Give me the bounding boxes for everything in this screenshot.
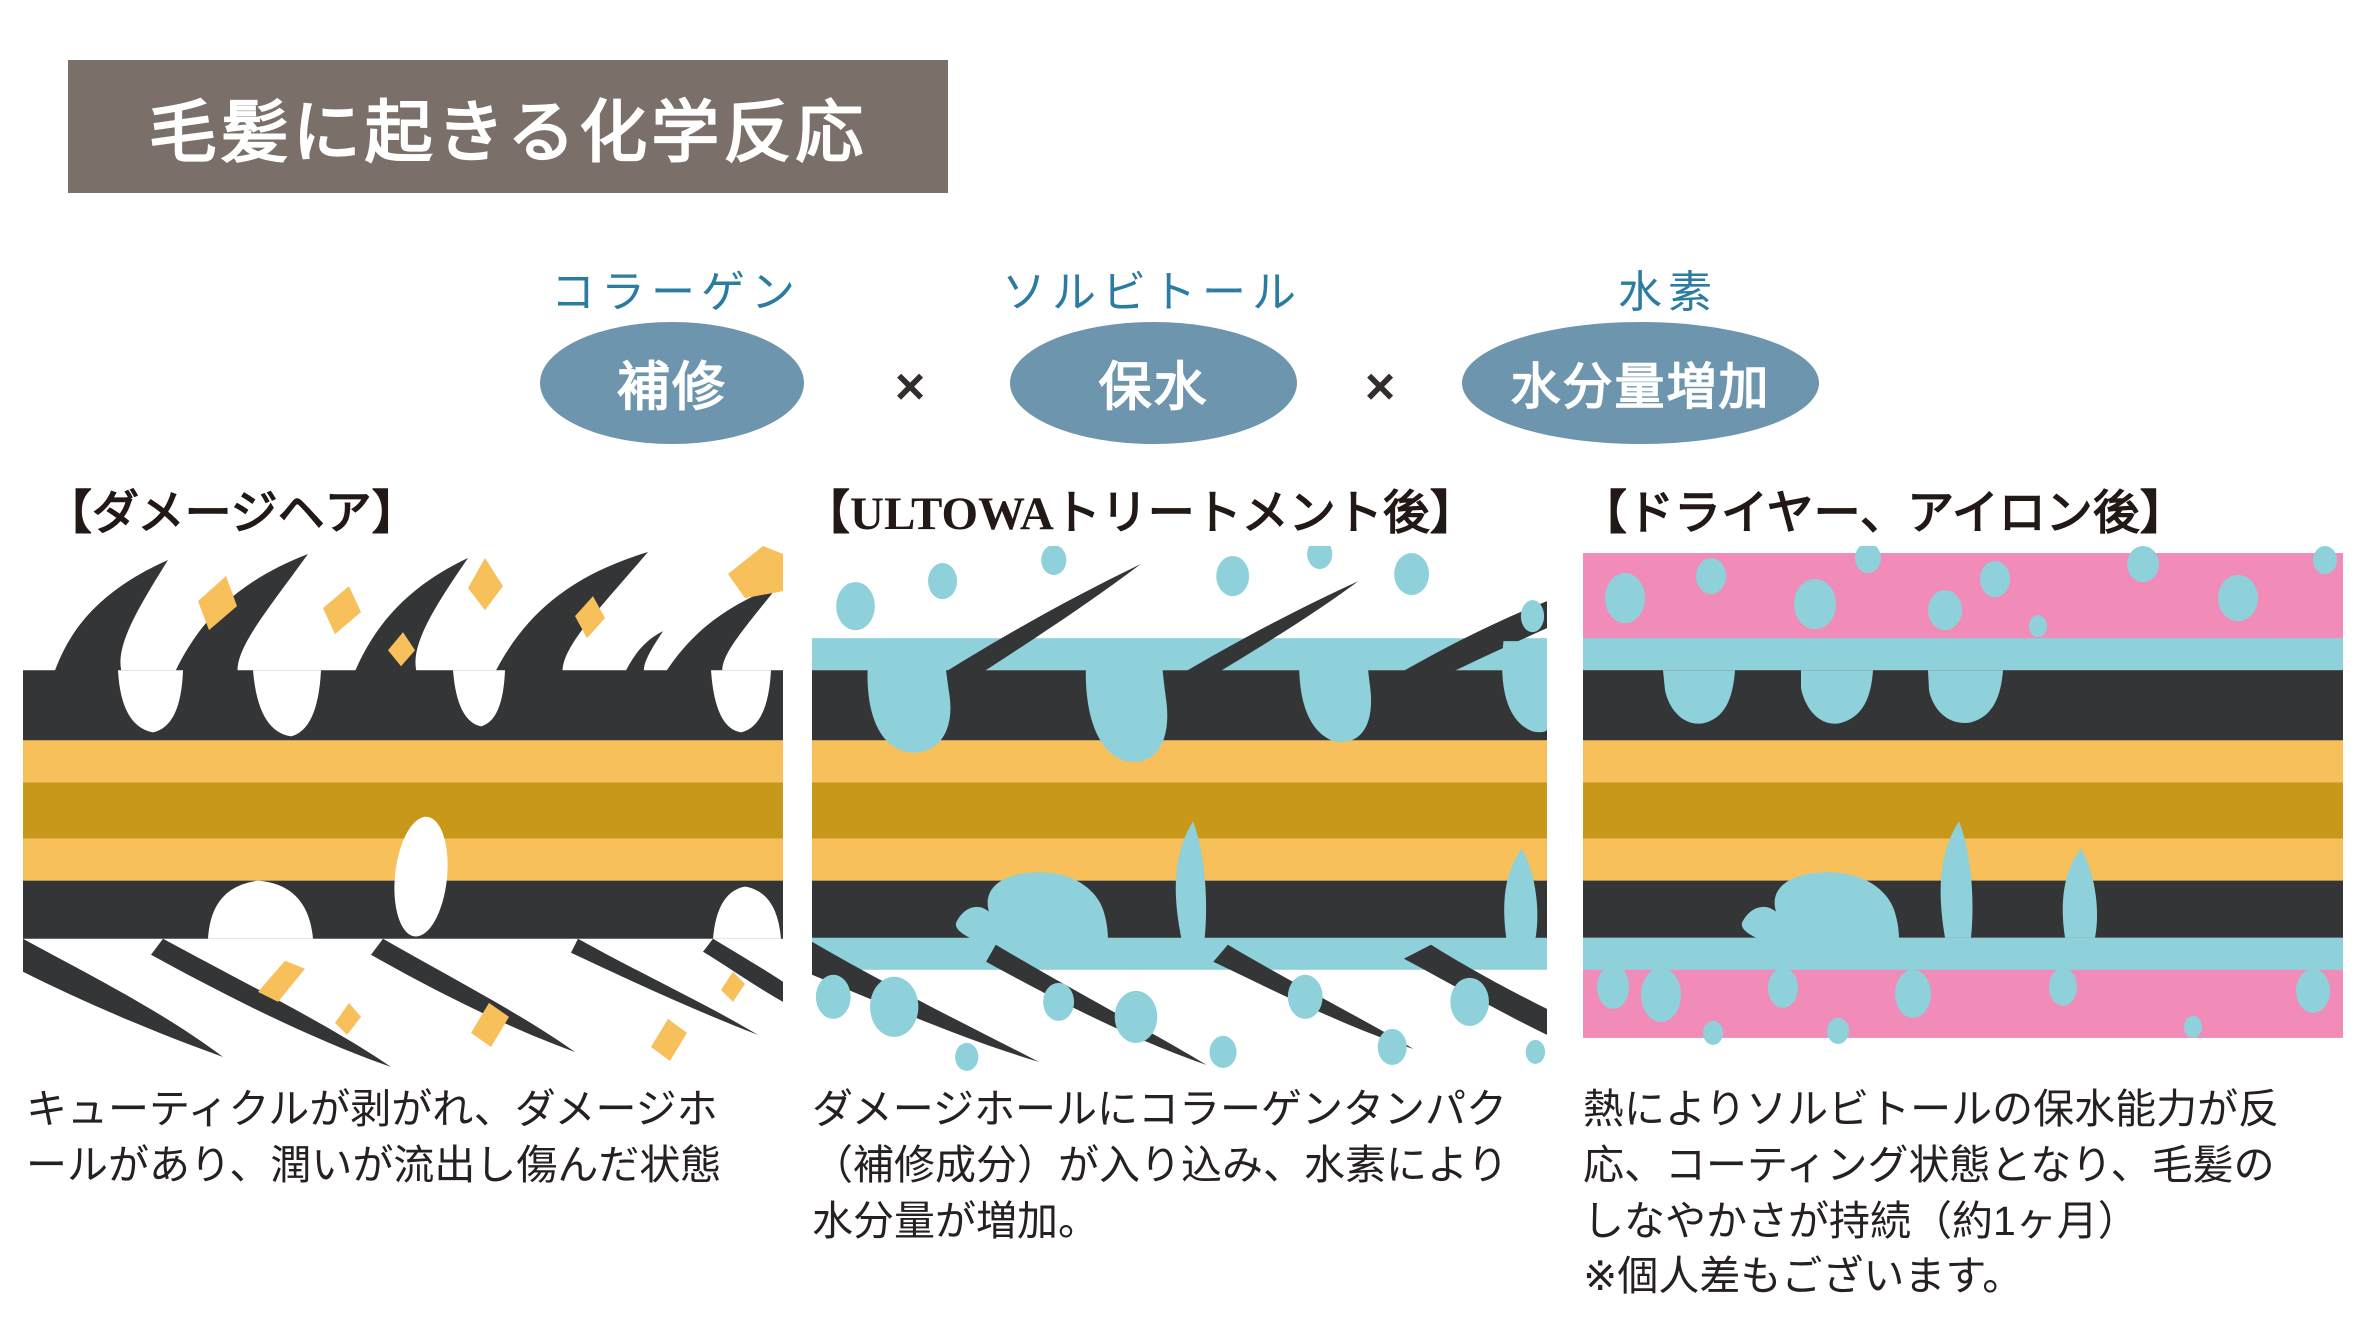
collagen-filled-holes-top [867,641,1547,762]
multiply-icon: × [894,358,926,416]
panel-heading-damaged-hair: 【ダメージヘア】 [45,488,419,540]
caption-after-treatment: ダメージホールにコラーゲンタンパク（補修成分）が入り込み、水素により水分量が増加… [812,1086,1509,1244]
cuticle-spikes-top [53,552,778,677]
water-film-bottom [1583,937,2343,970]
title-banner: 毛髪に起きる化学反応 [68,60,948,193]
effect-badge-repair: 補修 [540,322,804,444]
panel-after-dryer-iron [1583,546,2343,1077]
treated-hair-illustration [812,546,1547,1071]
water-droplets [815,546,1546,1071]
ingredient-label-collagen: コラーゲン [551,268,801,317]
water-droplets-bottom [1597,964,2330,1045]
damaged-hair-illustration [23,546,783,1067]
caption-disclaimer: ※個人差もございます。 [1583,1253,2024,1300]
panel-after-treatment [812,546,1547,1077]
panel-damaged-hair [23,546,783,1077]
sealed-moisture-blobs-bottom [1741,821,2098,939]
moisture-diamonds [198,546,783,1061]
cuticle-spikes-bottom [23,938,783,1067]
effect-badge-moisture-retention-text: 保水 [1098,358,1209,417]
sealed-moisture-blobs-top [1663,670,2003,724]
ingredient-label-sorbitol: ソルビトール [1002,268,1302,317]
caption-after-dryer: 熱によりソルビトールの保水能力が反応、コーティング状態となり、毛髪のしなやかさが… [1583,1082,2303,1305]
hair-shaft-layers [812,670,1547,970]
damage-holes [118,670,781,939]
panel-heading-after-treatment: 【ULTOWAトリートメント後】 [803,488,1477,540]
panel-heading-after-dryer: 【ドライヤー、アイロン後】 [1580,488,2187,540]
coated-hair-illustration [1583,546,2343,1045]
effect-badge-moisture-retention: 保水 [1010,322,1297,444]
caption-damaged-hair: キューティクルが剥がれ、ダメージホールがあり、潤いが流出し傷んだ状態 [26,1086,722,1188]
effect-badge-moisture-increase-text: 水分量増加 [1510,359,1771,415]
page-title: 毛髪に起きる化学反応 [148,95,868,171]
effect-badge-moisture-increase: 水分量増加 [1462,322,1819,444]
ingredient-label-hydrogen: 水素 [1618,268,1718,317]
water-film-top [1583,638,2343,671]
effect-badge-repair-text: 補修 [617,358,727,417]
water-droplets-top [1605,546,2337,638]
multiply-icon: × [1364,358,1396,416]
caption-after-dryer-text: 熱によりソルビトールの保水能力が反応、コーティング状態となり、毛髪のしなやかさが… [1583,1086,2280,1244]
collagen-filled-holes-bottom [955,821,1538,939]
